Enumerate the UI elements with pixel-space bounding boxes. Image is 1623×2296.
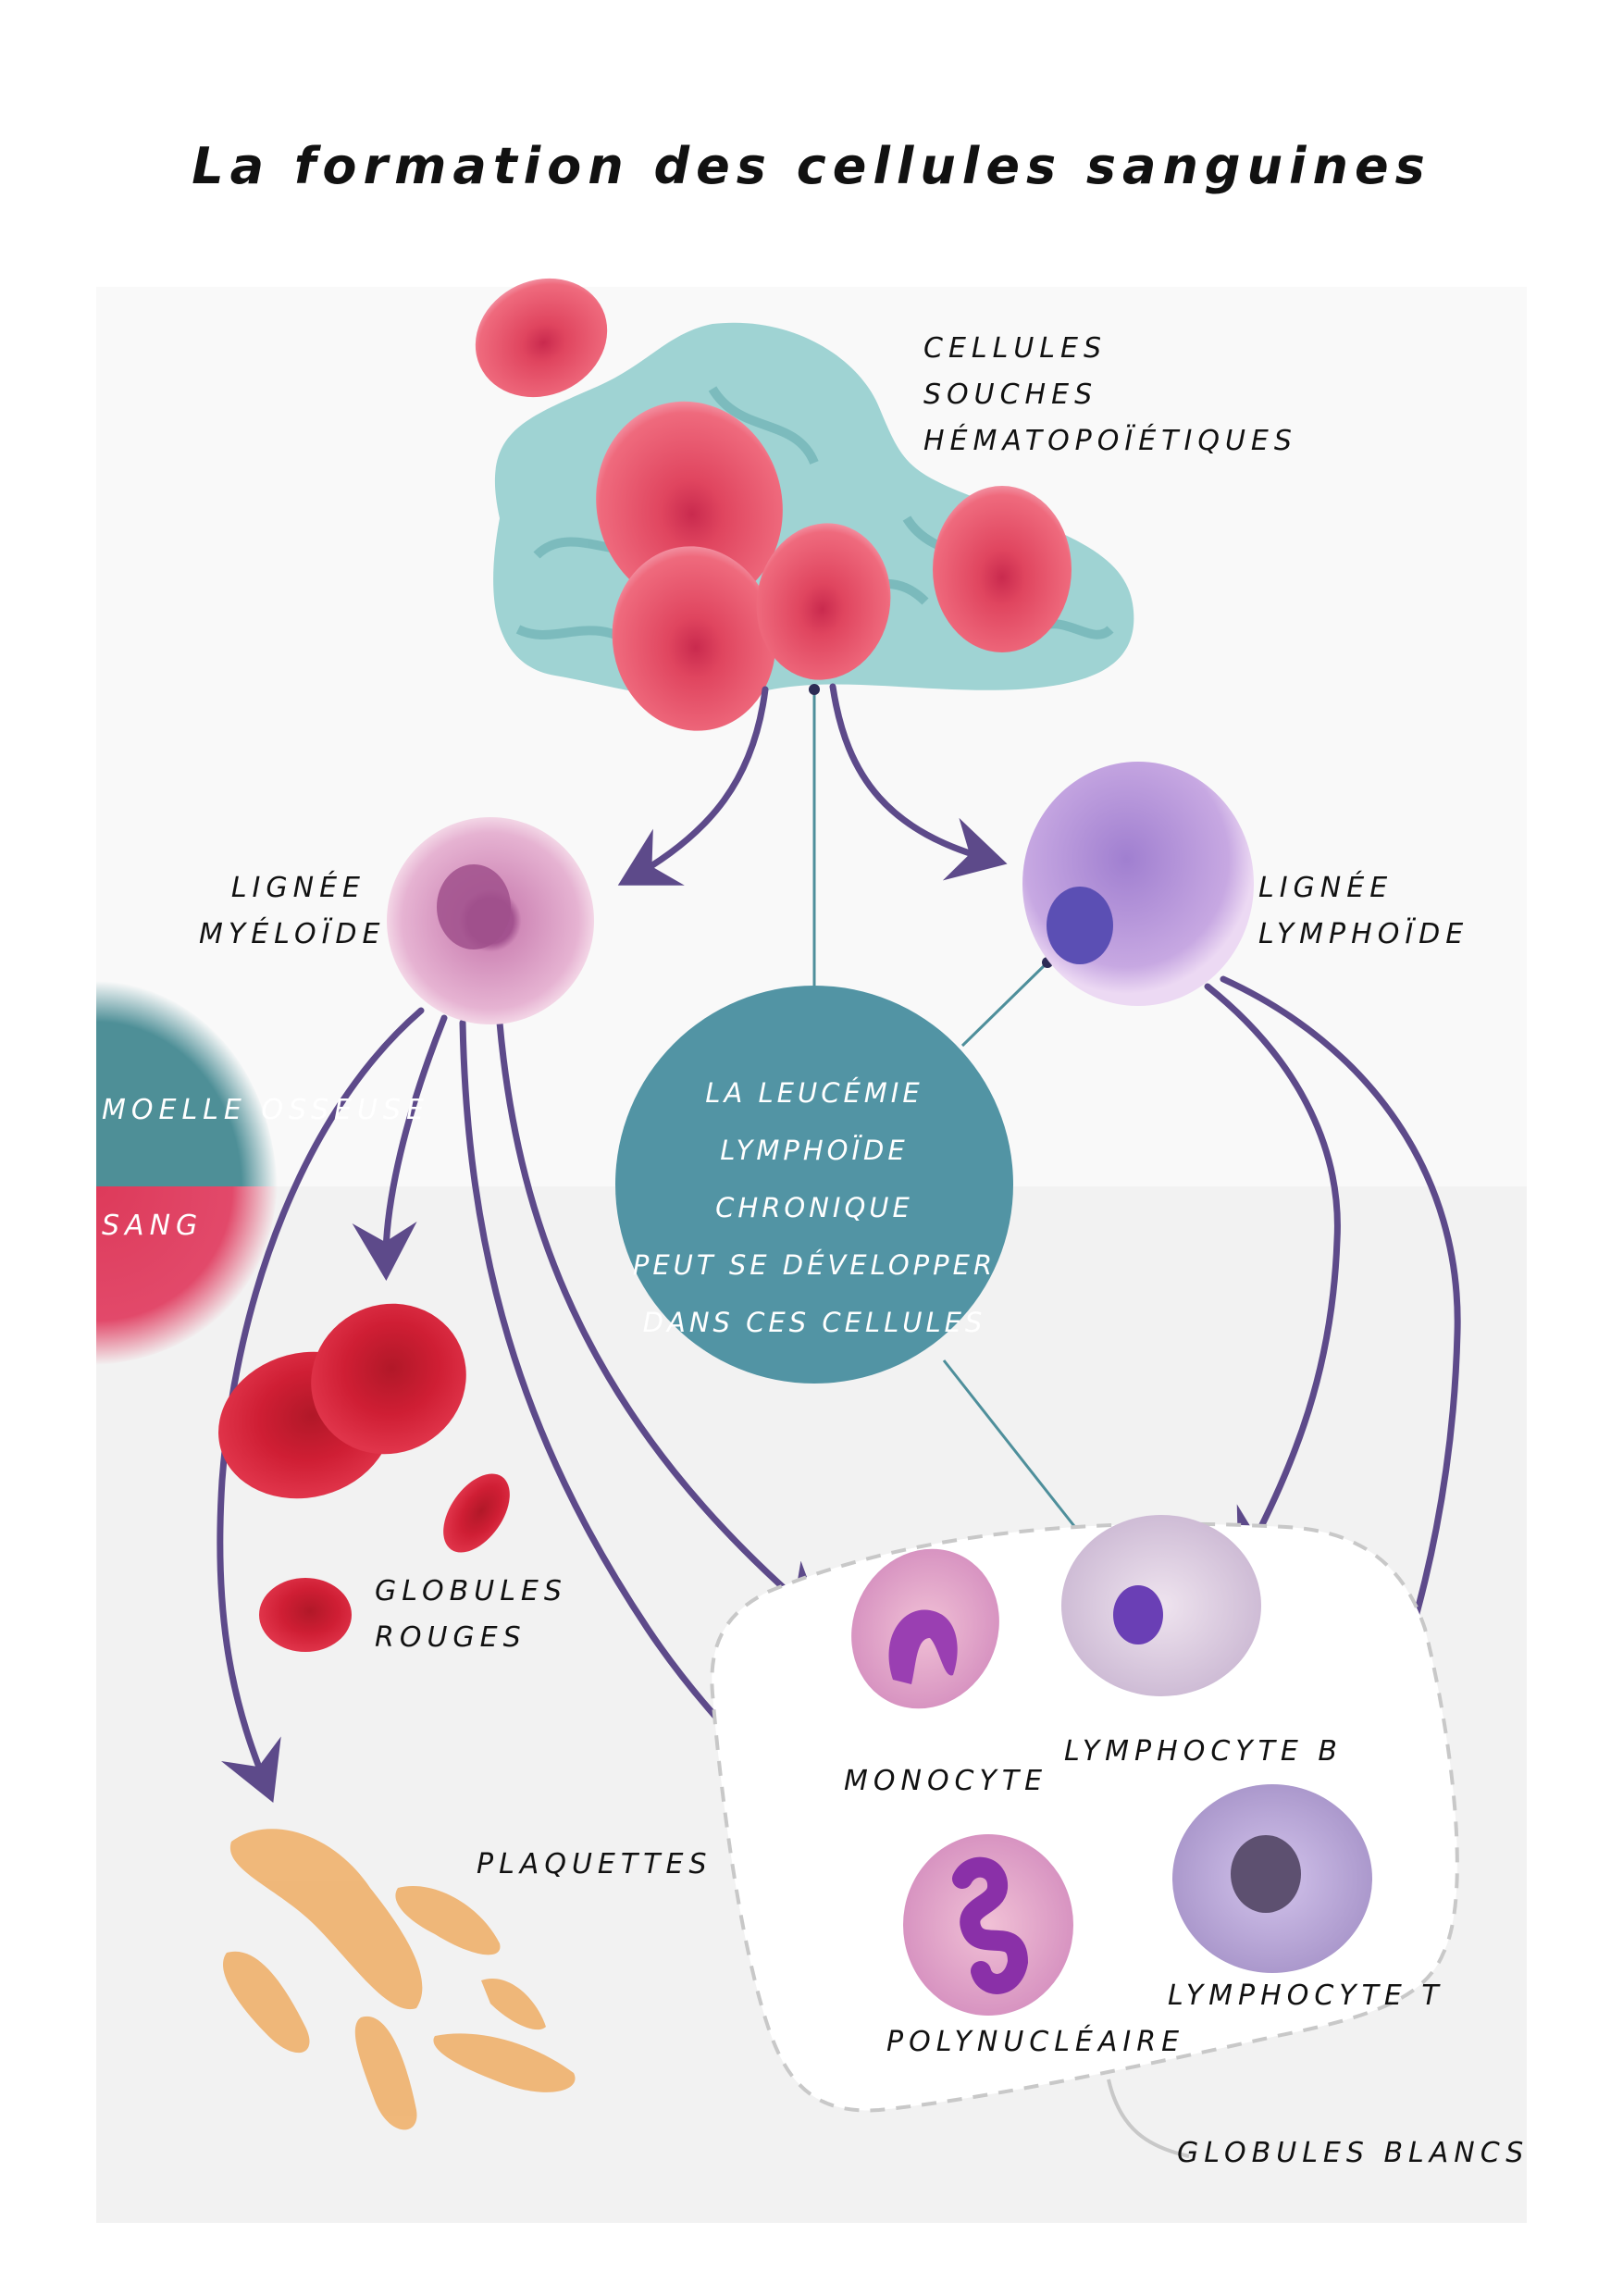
- platelet: [433, 2033, 576, 2092]
- label-bone-marrow-zone: Moelle osseuse: [102, 1094, 429, 1126]
- label-stem-cells: Cellules souches hématopoïétiques: [923, 326, 1297, 465]
- white-blood-cells-leader-line: [1107, 2079, 1190, 2158]
- red-blood-cell: [259, 1578, 352, 1652]
- polynuclear-cell: [903, 1834, 1073, 2016]
- label-monocyte: Monocyte: [844, 1765, 1048, 1797]
- platelet: [223, 1951, 310, 2054]
- label-red-blood-cells: Globules rouges: [375, 1569, 567, 1661]
- label-polynuclear: Polynucléaire: [886, 2026, 1185, 2058]
- lymphoid-nucleus: [1047, 887, 1113, 964]
- label-line: Lignée: [1258, 872, 1394, 904]
- stem-cell: [596, 401, 783, 608]
- stem-cell: [612, 546, 776, 731]
- label-myeloid-line: Lignée myéloïde: [199, 865, 386, 958]
- callout-line: La leucémie: [705, 1077, 923, 1109]
- connector-lymphoid: [960, 961, 1049, 1048]
- platelet: [481, 1979, 546, 2030]
- connector-dot: [809, 684, 820, 695]
- arrow-lymphoid-to-b: [1204, 983, 1341, 1571]
- label-platelets: Plaquettes: [477, 1848, 712, 1880]
- polynuclear-nucleus: [952, 1856, 1029, 1994]
- callout-line: peut se développer: [632, 1249, 997, 1281]
- label-line: Cellules: [923, 332, 1107, 365]
- label-line: hématopoïétiques: [923, 425, 1297, 457]
- stem-cells: [475, 278, 1072, 731]
- arrow-stem-to-lymphoid: [829, 683, 1008, 881]
- label-line: lymphoïde: [1258, 918, 1469, 950]
- label-blood-zone: Sang: [102, 1210, 204, 1242]
- arrow-stem-to-myeloid: [617, 686, 769, 886]
- stem-cell: [933, 486, 1072, 652]
- page-title: La formation des cellules sanguines: [192, 137, 1431, 195]
- lymphoid-progenitor-cell: [1022, 762, 1254, 1006]
- platelet: [395, 1886, 501, 1955]
- label-line: Lignée: [230, 872, 365, 904]
- callout-line: dans ces cellules: [642, 1307, 986, 1338]
- leukemia-callout-text: La leucémie lymphoïde chronique peut se …: [620, 1064, 1009, 1351]
- label-line: souches: [923, 379, 1098, 411]
- red-blood-cell: [311, 1303, 466, 1455]
- lymphocyte-t-nucleus: [1231, 1835, 1301, 1913]
- label-line: rouges: [375, 1621, 527, 1654]
- arrow-myeloid-to-monocyte: [496, 1019, 824, 1624]
- bone-marrow-zone-shape: [96, 981, 278, 1186]
- leukemia-callout-circle: [615, 986, 1013, 1384]
- stem-cell: [756, 523, 891, 680]
- stem-cell: [475, 278, 608, 398]
- lymphocyte-b-nucleus: [1113, 1585, 1163, 1644]
- label-lymphocyte-b: Lymphocyte B: [1064, 1735, 1343, 1768]
- myeloid-nucleus: [437, 864, 511, 949]
- blood-zone-shape: [96, 1186, 278, 1365]
- label-lymphocyte-t: Lymphocyte T: [1168, 1980, 1444, 2012]
- monocyte-nucleus: [888, 1609, 958, 1684]
- red-blood-cell: [443, 1473, 510, 1553]
- label-line: Globules: [375, 1575, 567, 1607]
- zone-indicator: [96, 981, 278, 1365]
- callout-line: lymphoïde chronique: [715, 1135, 913, 1223]
- platelet: [229, 1829, 423, 2010]
- label-line: myéloïde: [199, 918, 386, 950]
- label-lymphoid-line: Lignée lymphoïde: [1258, 865, 1468, 958]
- arrow-myeloid-to-red-cells: [352, 1014, 448, 1281]
- platelets: [223, 1829, 576, 2130]
- red-blood-cells: [218, 1303, 510, 1652]
- label-white-blood-cells: Globules blancs: [1177, 2137, 1530, 2169]
- platelet: [354, 2016, 417, 2130]
